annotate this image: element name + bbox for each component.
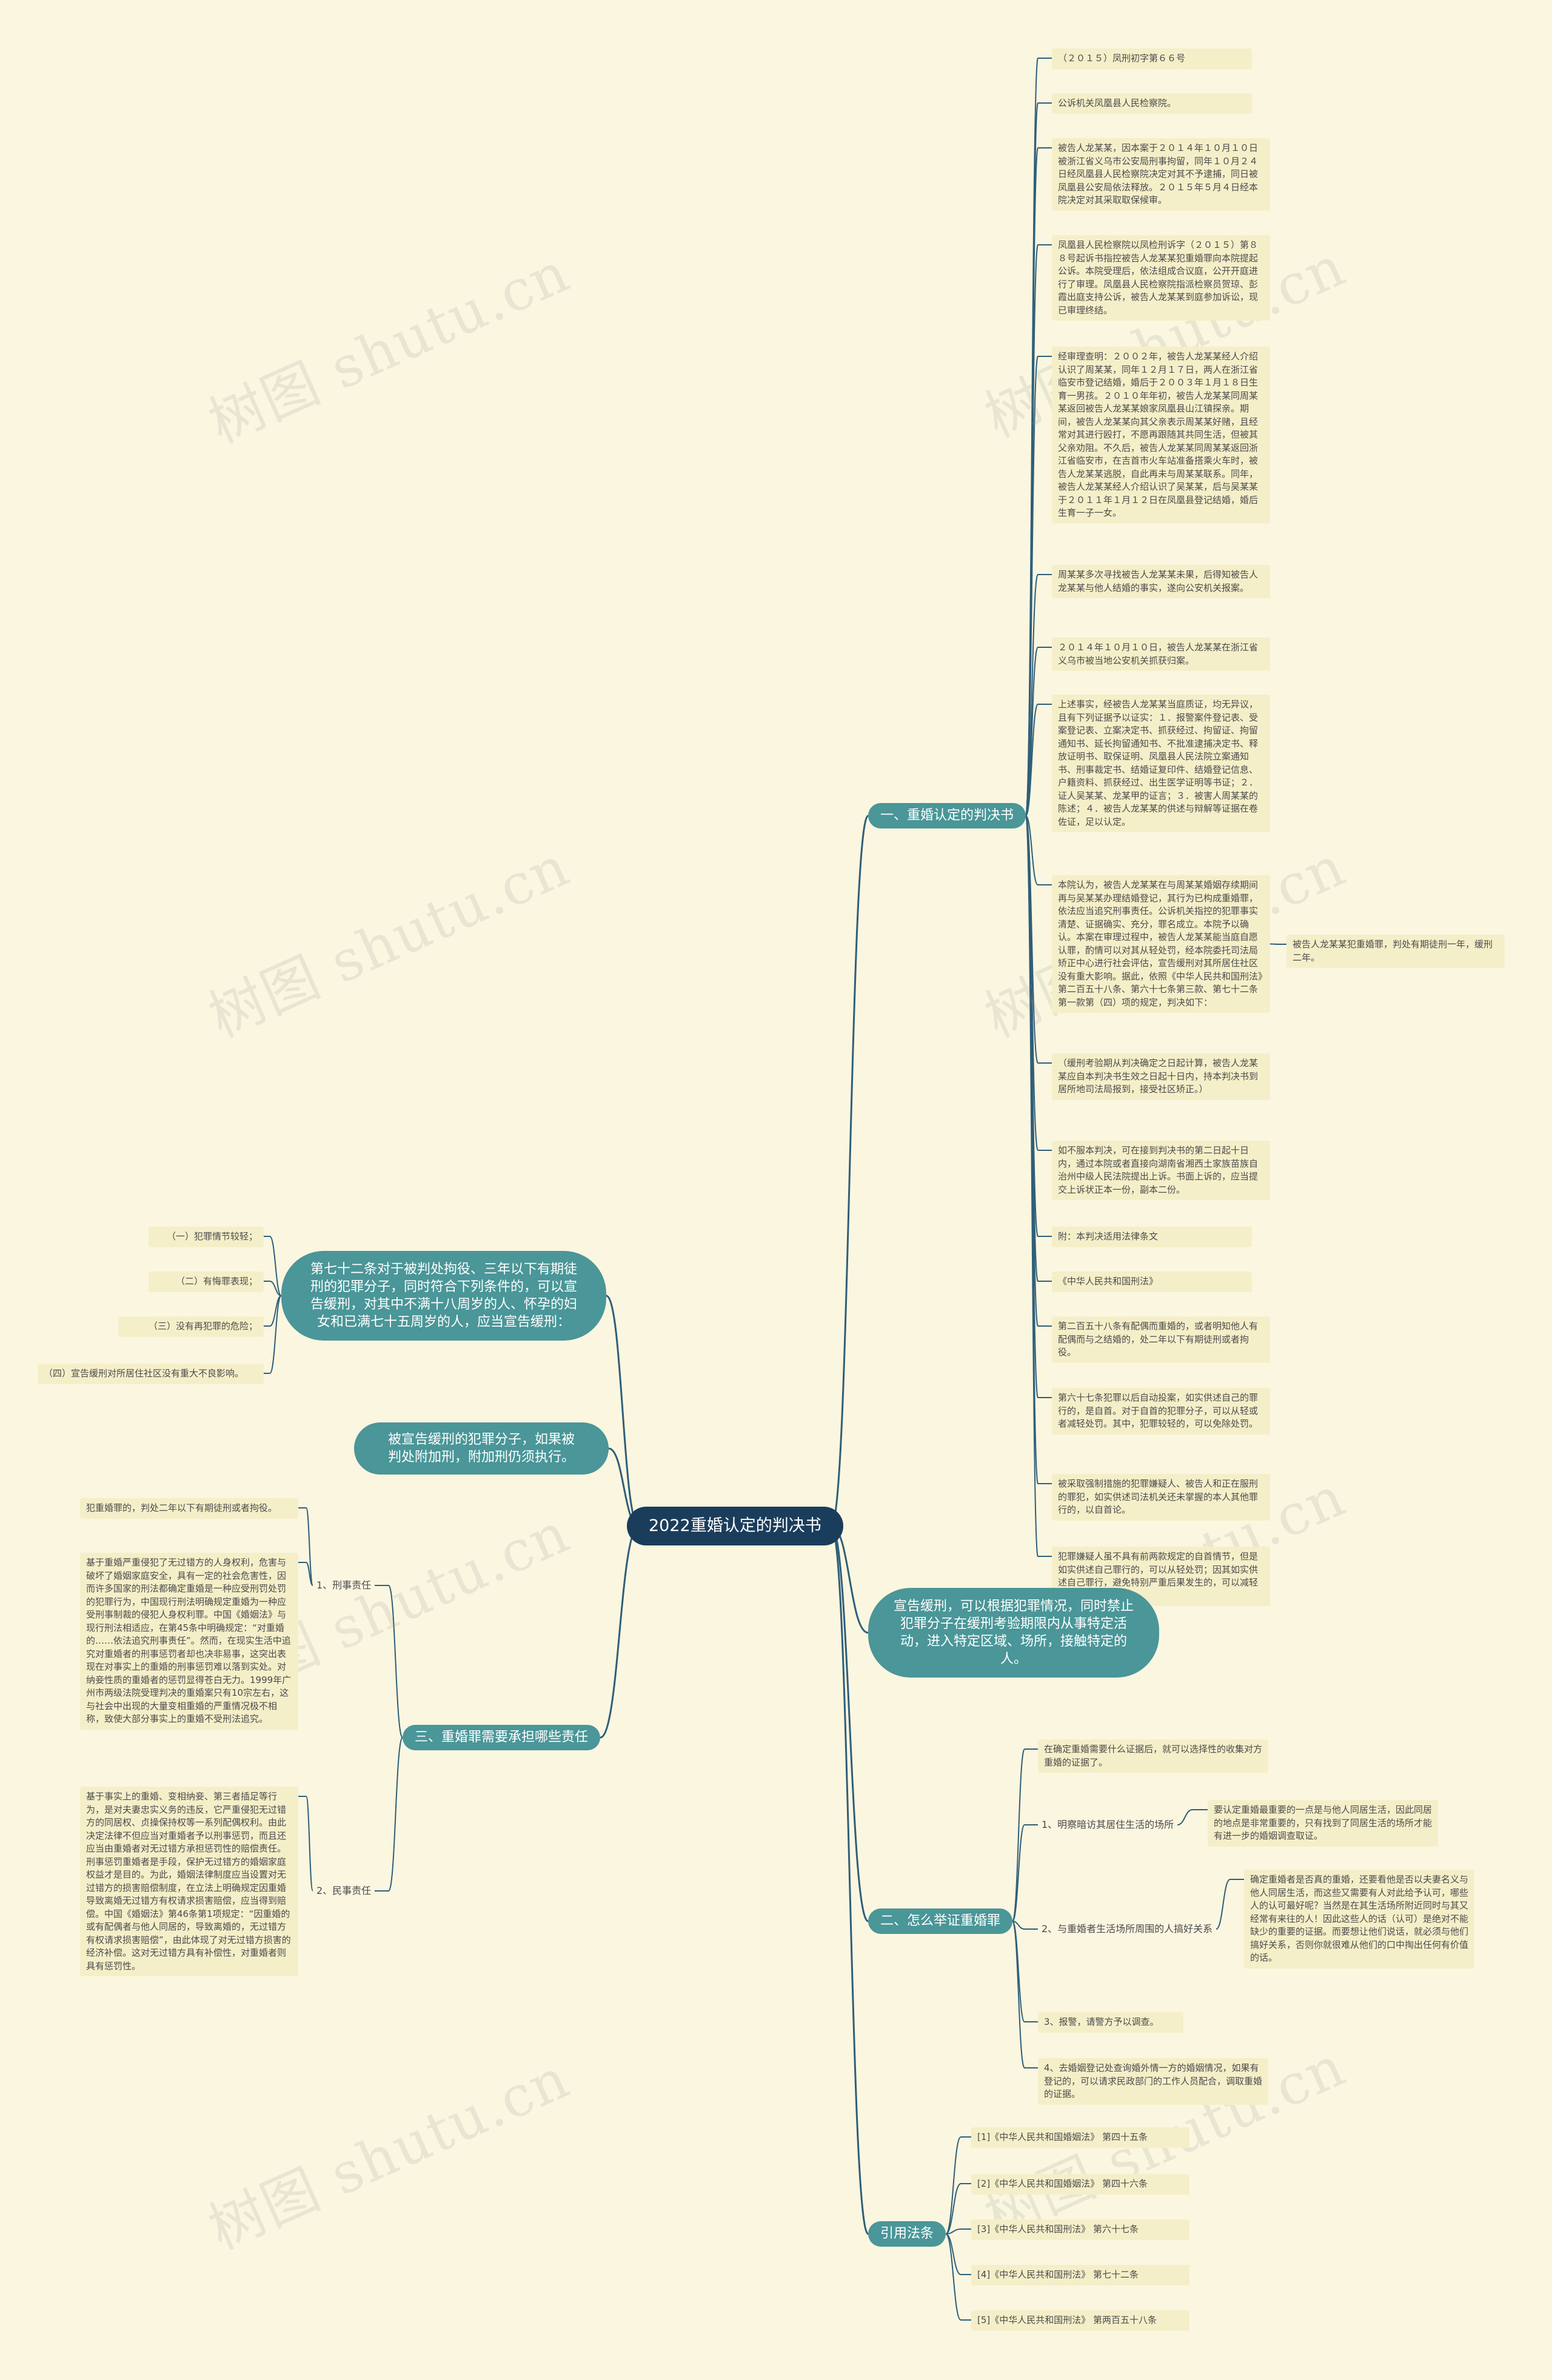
bubble-probation-prohibition[interactable]: 宣告缓刑，可以根据犯罪情况，同时禁止犯罪分子在缓刑考验期限内从事特定活动，进入特… <box>868 1588 1159 1678</box>
connector <box>830 1525 869 2235</box>
connector <box>1269 943 1279 945</box>
connector <box>1012 1824 1025 1922</box>
leaf-evidence: 上述事实，经被告人龙某某当庭质证，均无异议，且有下列证据予以证实：１．报警案件登… <box>1052 695 1270 832</box>
leaf-article-67: 第六十七条犯罪以后自动投案，如实供述自己的罪行的，是自首。对于自首的犯罪分子，可… <box>1052 1388 1270 1435</box>
bubble-probation-article[interactable]: 第七十二条对于被判处拘役、三年以下有期徒刑的犯罪分子，同时符合下列条件的，可以宣… <box>281 1251 606 1341</box>
leaf-law-1[interactable]: [1]《中华人民共和国婚姻法》 第四十五条 <box>971 2127 1189 2148</box>
connector <box>945 2233 962 2321</box>
leaf-condition-3: （三）没有再犯罪的危险； <box>118 1316 264 1337</box>
connector <box>388 1737 403 1892</box>
connector <box>945 2233 962 2275</box>
leaf-indictment: 凤凰县人民检察院以凤检刑诉字（２０１５）第８８号起诉书指控被告人龙某某犯重婚罪向… <box>1052 235 1270 321</box>
branch-liability[interactable]: 三、重婚罪需要承担哪些责任 <box>403 1725 601 1750</box>
leaf-criminal-law: 《中华人民共和国刑法》 <box>1052 1272 1252 1292</box>
connector <box>1025 704 1039 816</box>
leaf-defendant: 被告人龙某某，因本案于２０１４年１０月１０日被浙江省义乌市公安局刑事拘留，同年１… <box>1052 138 1270 211</box>
connector <box>306 1796 313 1892</box>
leaf-law-5[interactable]: [5]《中华人民共和国刑法》 第两百五十八条 <box>971 2310 1189 2331</box>
connector <box>830 1525 869 1922</box>
connector <box>606 1295 640 1527</box>
connector <box>1025 815 1039 885</box>
connector <box>306 1507 313 1586</box>
leaf-law-3[interactable]: [3]《中华人民共和国刑法》 第六十七条 <box>971 2219 1189 2240</box>
leaf-arrest: ２０１４年１０月１０日，被告人龙某某在浙江省义乌市被当地公安机关抓获归案。 <box>1052 638 1270 671</box>
leaf-confession: 被采取强制措施的犯罪嫌疑人、被告人和正在服刑的罪犯，如实供述司法机关还未掌握的本… <box>1052 1474 1270 1521</box>
sub-civil-liability[interactable]: 2、民事责任 <box>316 1885 372 1896</box>
connector <box>269 1236 282 1296</box>
leaf-facts: 经审理查明：２００２年，被告人龙某某经人介绍认识了周某某，同年１２月１７日，两人… <box>1052 347 1270 524</box>
leaf-relations-detail: 确定重婚者是否真的重婚，还要看他是否以夫妻名义与他人同居生活，而这些又需要有人对… <box>1244 1870 1474 1968</box>
leaf-article-258: 第二百五十八条有配偶而重婚的，或者明知他人有配偶而与之结婚的，处二年以下有期徒刑… <box>1052 1316 1270 1363</box>
connector <box>269 1281 282 1296</box>
connector <box>1177 1809 1193 1825</box>
connector <box>1012 1748 1025 1922</box>
bubble-additional-penalty[interactable]: 被宣告缓刑的犯罪分子，如果被判处附加刑，附加刑仍须执行。 <box>354 1422 609 1475</box>
leaf-visit-detail: 要认定重婚最重要的一点是与他人同居生活，因此同居的地点是非常重要的，只有找到了同… <box>1208 1800 1438 1847</box>
leaf-case-number: （２０１５）凤刑初字第６６号 <box>1052 48 1252 69</box>
leaf-condition-1: （一）犯罪情节较轻； <box>149 1227 264 1247</box>
connector <box>306 1562 313 1586</box>
leaf-criminal-analysis: 基于重婚严重侵犯了无过错方的人身权利，危害与破坏了婚姻家庭安全，具有一定的社会危… <box>80 1553 298 1730</box>
step-build-relations[interactable]: 2、与重婚者生活场所周围的人搞好关系 <box>1042 1923 1213 1935</box>
connector <box>1025 815 1039 1557</box>
sub-criminal-liability[interactable]: 1、刑事责任 <box>316 1579 372 1591</box>
leaf-court-opinion: 本院认为，被告人龙某某在与周某某婚姻存续期间再与吴某某办理结婚登记，其行为已构成… <box>1052 875 1270 1013</box>
root-topic[interactable]: 2022重婚认定的判决书 <box>627 1507 843 1545</box>
connector <box>1025 356 1039 816</box>
connector <box>945 2136 962 2235</box>
leaf-criminal-penalty: 犯重婚罪的，判处二年以下有期徒刑或者拘役。 <box>80 1498 298 1519</box>
connector <box>945 2183 962 2235</box>
connector <box>600 1525 640 1739</box>
connector <box>269 1295 282 1374</box>
leaf-verdict: 被告人龙某某犯重婚罪，判处有期徒刑一年，缓刑二年。 <box>1286 935 1505 968</box>
leaf-report: 周某某多次寻找被告人龙某某未果，后得知被告人龙某某与他人结婚的事实，遂向公安机关… <box>1052 565 1270 598</box>
connector <box>1012 1921 1025 1930</box>
branch-judgment[interactable]: 一、重婚认定的判决书 <box>868 803 1026 828</box>
leaf-law-4[interactable]: [4]《中华人民共和国刑法》 第七十二条 <box>971 2265 1189 2285</box>
connector <box>1012 1921 1025 2068</box>
leaf-attachment: 附：本判决适用法律条文 <box>1052 1227 1252 1247</box>
leaf-probation-note: （缓刑考验期从判决确定之日起计算，被告人龙某某应自本判决书生效之日起十日内，持本… <box>1052 1053 1270 1100</box>
connector <box>945 2228 962 2235</box>
leaf-prosecutor: 公诉机关凤凰县人民检察院。 <box>1052 93 1252 114</box>
leaf-civil-analysis: 基于事实上的重婚、变相纳妾、第三者插足等行为，是对夫妻忠实义务的违反，它严重侵犯… <box>80 1787 298 1976</box>
connector <box>388 1585 403 1738</box>
leaf-condition-4: （四）宣告缓刑对所居住社区没有重大不良影响。 <box>38 1364 264 1384</box>
leaf-condition-2: （二）有悔罪表现； <box>149 1272 264 1292</box>
connector <box>830 815 869 1527</box>
branch-evidence[interactable]: 二、怎么举证重婚罪 <box>868 1908 1013 1934</box>
leaf-law-2[interactable]: [2]《中华人民共和国婚姻法》 第四十六条 <box>971 2174 1189 2195</box>
step-marriage-registry[interactable]: 4、去婚姻登记处查询婚外情一方的婚姻情况，如果有登记的，可以请求民政部门的工作人… <box>1038 2058 1268 2105</box>
step-call-police[interactable]: 3、报警，请警方予以调查。 <box>1038 2012 1183 2033</box>
leaf-appeal: 如不服本判决，可在接到判决书的第二日起十日内，通过本院或者直接向湖南省湘西土家族… <box>1052 1141 1270 1200</box>
leaf-evidence-intro: 在确定重婚需要什么证据后，就可以选择性的收集对方重婚的证据了。 <box>1038 1739 1268 1773</box>
connector <box>1216 1879 1231 1930</box>
branch-cited-laws[interactable]: 引用法条 <box>868 2221 946 2247</box>
step-visit-residence[interactable]: 1、明察暗访其居住生活的场所 <box>1042 1819 1174 1830</box>
